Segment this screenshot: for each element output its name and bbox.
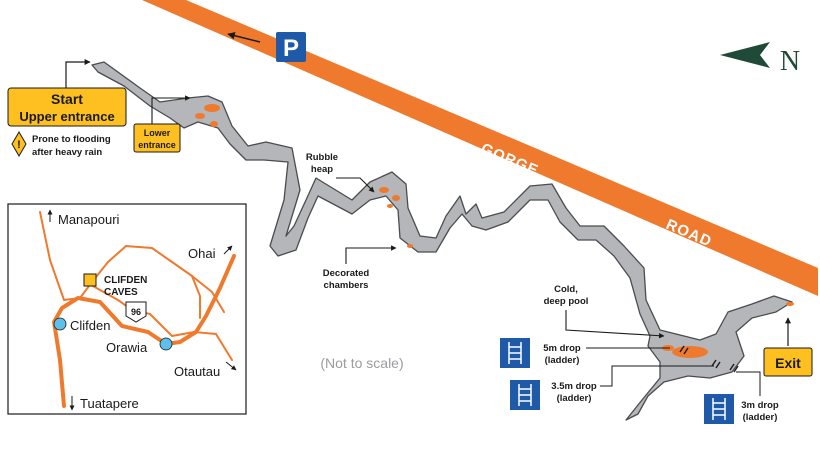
north-arrow-icon — [720, 42, 770, 68]
svg-text:deep pool: deep pool — [544, 296, 589, 307]
not-to-scale: (Not to scale) — [320, 355, 403, 371]
place-manapouri: Manapouri — [58, 212, 120, 227]
arrow-left-icon — [227, 31, 261, 43]
start-subtitle: Upper entrance — [19, 109, 114, 124]
parking-sign-icon — [276, 32, 306, 62]
svg-text:heap: heap — [311, 164, 333, 175]
svg-text:(ladder): (ladder) — [557, 393, 592, 404]
lower-entrance: Lower entrance — [133, 95, 191, 153]
drop-3m: 3m drop (ladder) — [704, 371, 779, 424]
pool — [786, 302, 794, 306]
highway-shield-icon — [125, 301, 147, 323]
lower-entrance-line1: Lower — [144, 128, 171, 138]
warning-line1: Prone to flooding — [32, 134, 111, 145]
svg-text:Cold,: Cold, — [554, 284, 578, 295]
start-upper-entrance: Start Upper entrance — [7, 59, 127, 127]
flood-warning: ! Prone to flooding after heavy rain — [11, 131, 111, 158]
cold-pool-label: Cold, deep pool — [544, 284, 665, 339]
pool — [387, 204, 393, 208]
pool — [407, 244, 413, 248]
place-otautau: Otautau — [174, 364, 220, 379]
place-ohai: Ohai — [188, 246, 216, 261]
svg-text:3m drop: 3m drop — [741, 400, 779, 411]
pool — [210, 121, 218, 127]
pool — [392, 195, 400, 201]
place-orawia: Orawia — [106, 340, 148, 355]
svg-text:Rubble: Rubble — [306, 152, 338, 163]
svg-text:Exit: Exit — [775, 355, 801, 371]
svg-text:(ladder): (ladder) — [743, 412, 778, 423]
svg-text:Decorated: Decorated — [323, 268, 370, 279]
cave-system — [91, 61, 794, 421]
lower-entrance-leader — [151, 95, 191, 124]
inset-map: CLIFDEN CAVES 96 Manapouri Ohai Clifden … — [7, 203, 247, 415]
north-arrow: N — [720, 42, 800, 77]
svg-text:(ladder): (ladder) — [545, 355, 580, 366]
parking: P — [227, 31, 306, 62]
drop-5m: 5m drop (ladder) — [500, 338, 670, 368]
parking-symbol: P — [283, 35, 299, 62]
warning-icon-glyph: ! — [17, 139, 21, 151]
inset-caves-line1: CLIFDEN — [104, 275, 147, 286]
town-marker-clifden — [53, 317, 67, 331]
rubble-heap-label: Rubble heap — [306, 152, 375, 193]
start-leader-line — [65, 59, 91, 88]
svg-text:5m drop: 5m drop — [543, 343, 581, 354]
svg-text:3.5m drop: 3.5m drop — [551, 381, 597, 392]
start-title: Start — [51, 91, 83, 107]
svg-text:chambers: chambers — [324, 280, 369, 291]
warning-line2: after heavy rain — [32, 147, 102, 158]
highway-number: 96 — [131, 307, 141, 317]
exit: Exit — [763, 317, 813, 377]
place-clifden: Clifden — [70, 318, 110, 333]
caves-marker-icon — [83, 273, 97, 287]
lower-entrance-line2: entrance — [138, 140, 176, 150]
ladder-marks — [679, 345, 739, 373]
pool — [204, 104, 220, 112]
road-band — [142, 0, 818, 296]
pool — [379, 187, 389, 193]
north-label: N — [780, 46, 800, 77]
warning-icon — [11, 131, 27, 157]
water-pools — [195, 104, 794, 358]
place-tuatapere: Tuatapere — [80, 396, 139, 411]
pool — [195, 113, 205, 119]
drop-3-5m: 3.5m drop (ladder) — [510, 365, 714, 410]
cave-passage — [91, 61, 793, 421]
town-marker-orawia — [159, 337, 173, 351]
cold-deep-pool — [672, 346, 708, 358]
inset-caves-line2: CAVES — [104, 287, 138, 298]
decorated-chambers-label: Decorated chambers — [323, 245, 397, 291]
